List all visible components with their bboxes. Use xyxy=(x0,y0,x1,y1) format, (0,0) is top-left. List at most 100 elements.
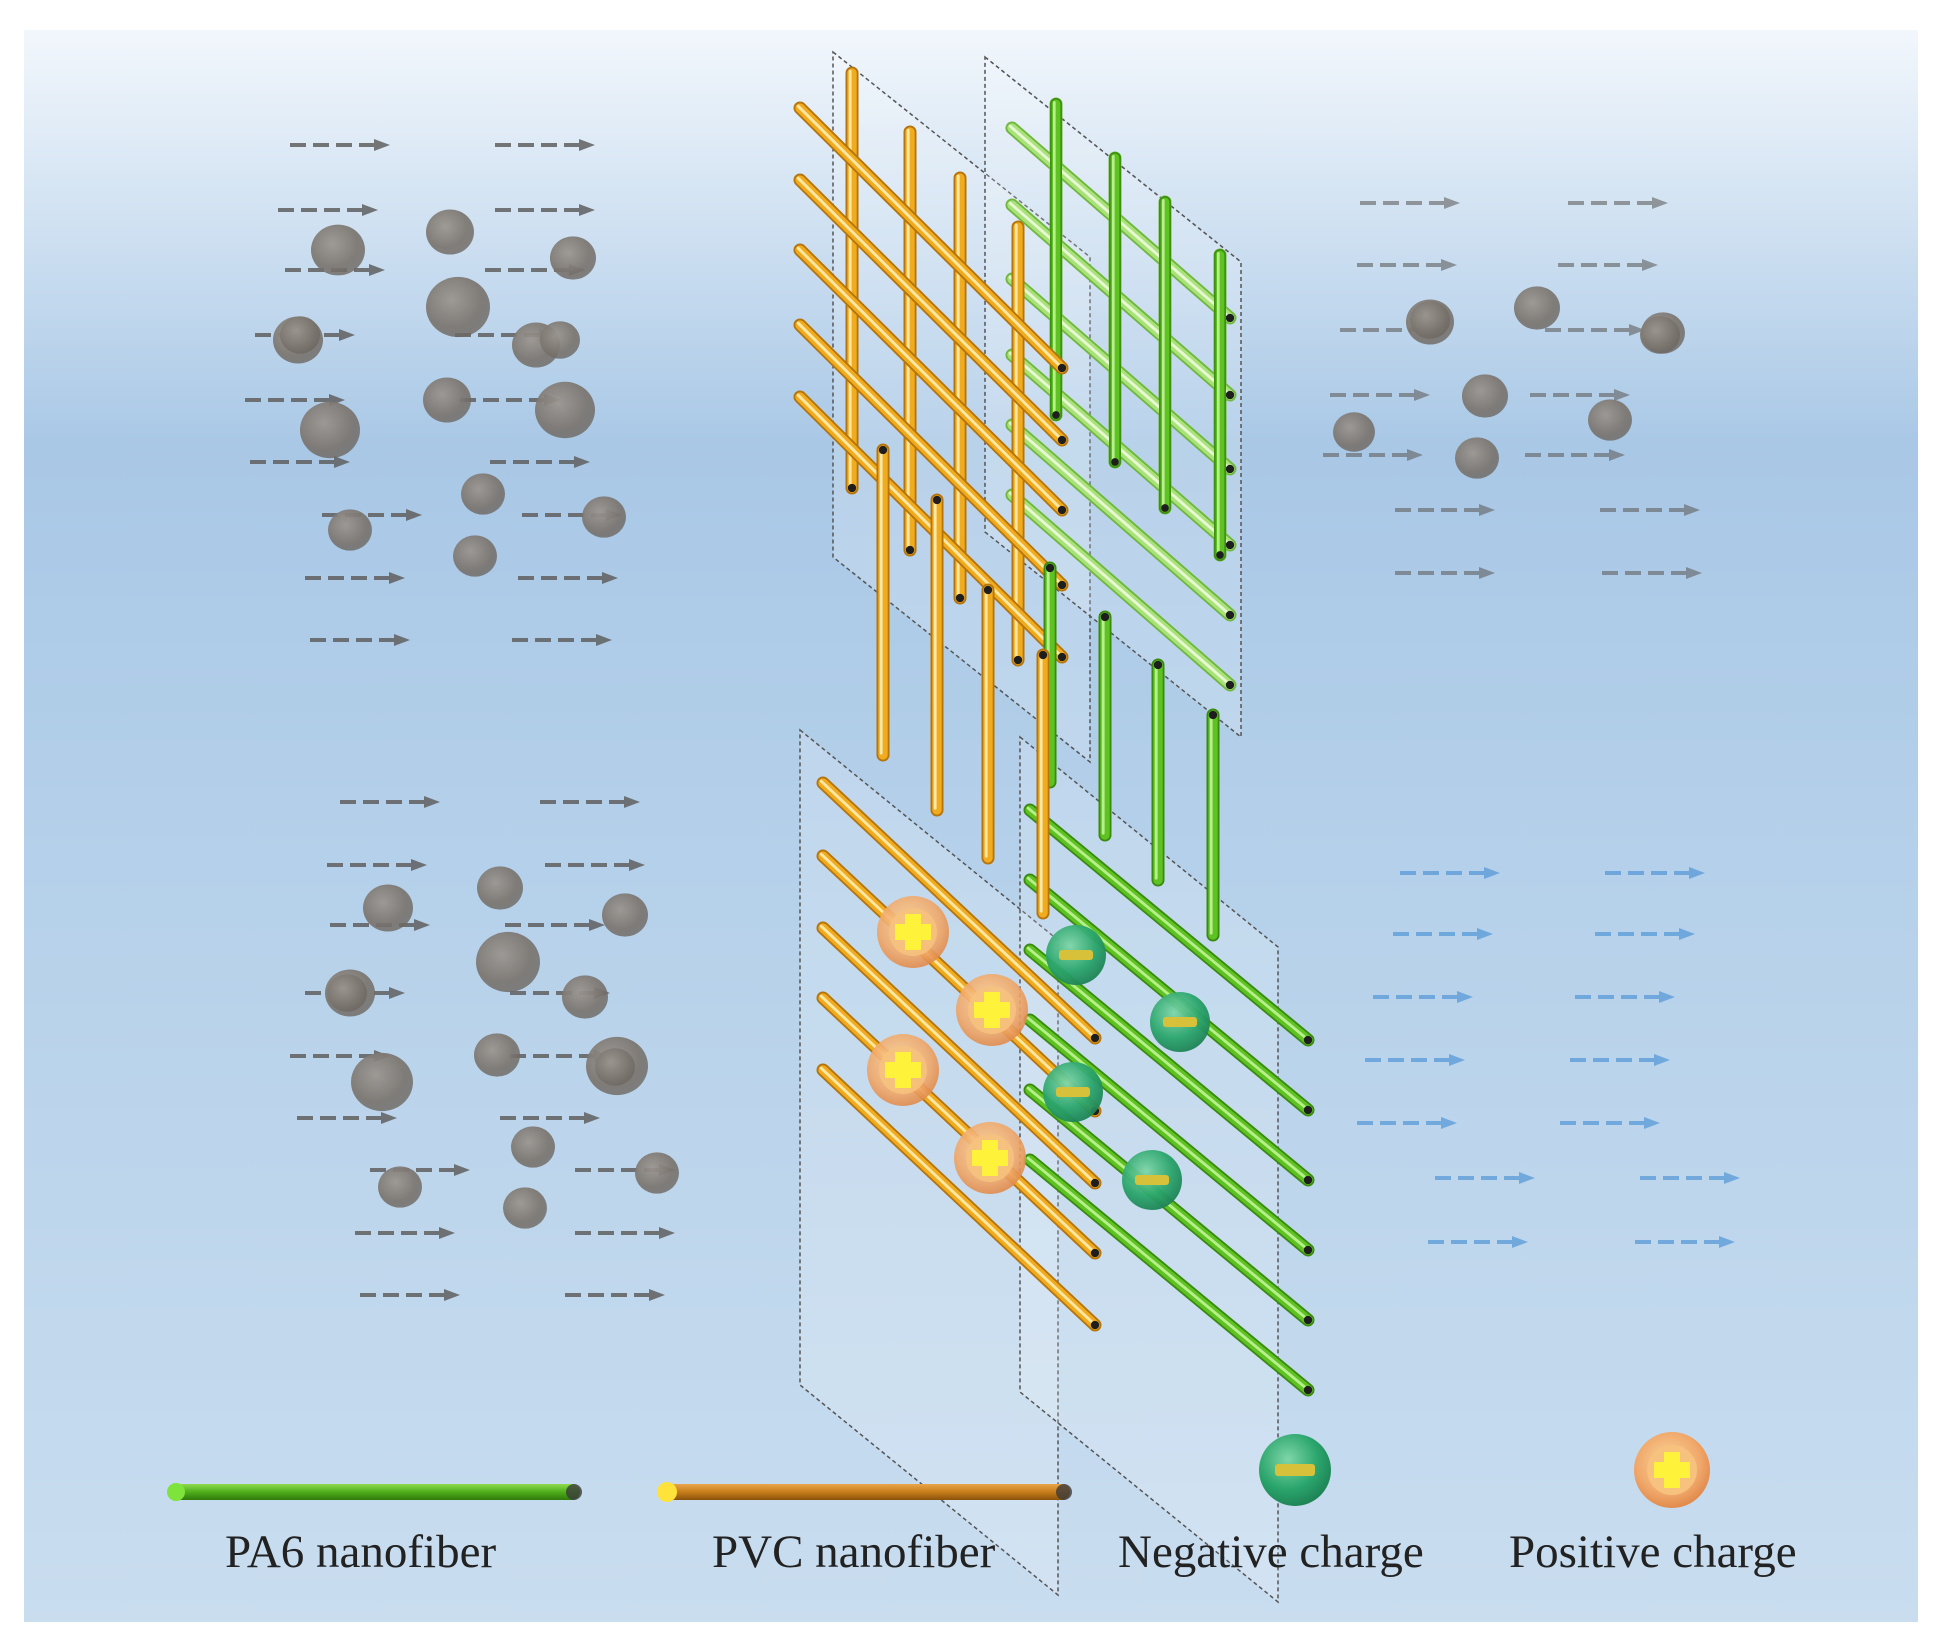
dust-particle xyxy=(562,975,608,1019)
flow-arrow xyxy=(327,859,427,871)
nanofiber xyxy=(1011,220,1025,667)
nanofiber xyxy=(903,125,917,557)
positive-charge-icon xyxy=(1634,1432,1710,1508)
dust-particle xyxy=(602,893,648,937)
dust-particle xyxy=(426,276,490,338)
green-fiber-icon xyxy=(167,1483,582,1501)
nanofiber xyxy=(1206,708,1220,942)
dust-particle xyxy=(363,884,413,932)
flow-arrow xyxy=(1357,1117,1457,1129)
flow-arrow xyxy=(1640,1172,1740,1184)
nanofiber xyxy=(1214,249,1226,561)
dust-particle xyxy=(328,509,372,551)
flow-arrow xyxy=(255,329,355,341)
flow-arrow xyxy=(297,1112,397,1124)
flow-arrow xyxy=(250,456,350,468)
flow-arrow xyxy=(1365,1054,1465,1066)
negative-charge-icon xyxy=(1259,1434,1331,1506)
flow-arrow xyxy=(1428,1236,1528,1248)
legend-item-positive: Positive charge xyxy=(1509,1432,1797,1578)
flow-arrow xyxy=(495,204,595,216)
positive-charge-icon xyxy=(877,896,949,968)
negative-charge-icon xyxy=(1046,925,1106,985)
flow-arrow xyxy=(1357,259,1457,271)
dust-particle xyxy=(1462,374,1508,418)
legend-item-pa6: PA6 nanofiber xyxy=(167,1483,582,1578)
positive-charge-icon xyxy=(956,974,1028,1046)
flow-arrow xyxy=(1575,991,1675,1003)
flow-arrow xyxy=(518,572,618,584)
positive-charge-icon xyxy=(954,1122,1026,1194)
dust-particle xyxy=(540,321,580,359)
flow-arrow xyxy=(1635,1236,1735,1248)
charged-filter-panel xyxy=(290,443,1740,1604)
flow-arrow xyxy=(1393,928,1493,940)
flow-arrow xyxy=(1570,1054,1670,1066)
legend: PA6 nanofiber PVC nanofiber Negative cha… xyxy=(167,1432,1797,1578)
flow-arrow xyxy=(1360,197,1460,209)
legend-label-pvc: PVC nanofiber xyxy=(712,1526,996,1578)
dust-particle xyxy=(311,224,365,276)
nanofiber xyxy=(793,101,1069,375)
flow-arrow xyxy=(1558,259,1658,271)
uncharged-filter-panel xyxy=(245,50,1702,764)
flow-arrow xyxy=(565,1289,665,1301)
flow-arrow xyxy=(1530,389,1630,401)
flow-arrow xyxy=(360,1289,460,1301)
nanofiber xyxy=(1098,610,1112,842)
nanofiber xyxy=(793,173,1069,447)
nanofiber xyxy=(793,243,1069,517)
flow-arrow xyxy=(575,1227,675,1239)
nanofiber xyxy=(793,318,1069,592)
dust-particle xyxy=(1333,412,1375,452)
flow-arrow xyxy=(285,264,385,276)
dust-particle xyxy=(423,377,471,423)
dust-particle xyxy=(453,535,497,577)
flow-arrow xyxy=(290,139,390,151)
dust-particle xyxy=(582,496,626,538)
positive-charge-icon xyxy=(867,1034,939,1106)
nanofiber xyxy=(876,443,890,762)
legend-label-pa6: PA6 nanofiber xyxy=(225,1526,496,1578)
nanofiber xyxy=(816,991,1102,1260)
flow-arrow xyxy=(545,859,645,871)
flow-arrow xyxy=(1525,449,1625,461)
flow-arrow xyxy=(490,456,590,468)
negative-charge-icon xyxy=(1043,1062,1103,1122)
nanofiber xyxy=(1023,1013,1315,1257)
nanofiber xyxy=(816,921,1102,1190)
flow-arrow xyxy=(1435,1172,1535,1184)
dust-particle xyxy=(474,1033,520,1077)
flow-arrow xyxy=(1545,324,1645,336)
dust-particle xyxy=(511,1126,555,1168)
nanofiber xyxy=(1005,418,1237,622)
nanofiber xyxy=(1023,943,1315,1187)
dust-particle xyxy=(378,1166,422,1208)
nanofiber xyxy=(1036,648,1050,920)
dust-particle xyxy=(1640,316,1680,354)
flow-arrow xyxy=(278,204,378,216)
nanofiber xyxy=(816,776,1102,1045)
flow-arrow xyxy=(355,1227,455,1239)
dust-particle xyxy=(476,931,540,993)
nanofiber xyxy=(1023,803,1315,1047)
background xyxy=(24,30,1918,1622)
flow-arrow xyxy=(1400,867,1500,879)
dust-particle xyxy=(1514,286,1560,330)
legend-label-positive: Positive charge xyxy=(1509,1526,1797,1578)
flow-arrow xyxy=(1330,389,1430,401)
dust-particle xyxy=(1410,301,1450,339)
nanofiber xyxy=(1159,196,1171,514)
dust-particle xyxy=(550,236,596,280)
legend-item-pvc: PVC nanofiber xyxy=(657,1482,1072,1578)
dust-particle xyxy=(461,473,505,515)
nanofiber xyxy=(930,493,944,817)
orange-fiber-icon xyxy=(657,1482,1072,1502)
dust-particle xyxy=(1455,437,1499,479)
nanofiber xyxy=(1023,1153,1315,1397)
flow-arrow xyxy=(1323,449,1423,461)
flow-arrow xyxy=(1595,928,1695,940)
nanofiber xyxy=(1005,488,1237,692)
nanofiber xyxy=(845,66,859,495)
dust-particle xyxy=(503,1187,547,1229)
